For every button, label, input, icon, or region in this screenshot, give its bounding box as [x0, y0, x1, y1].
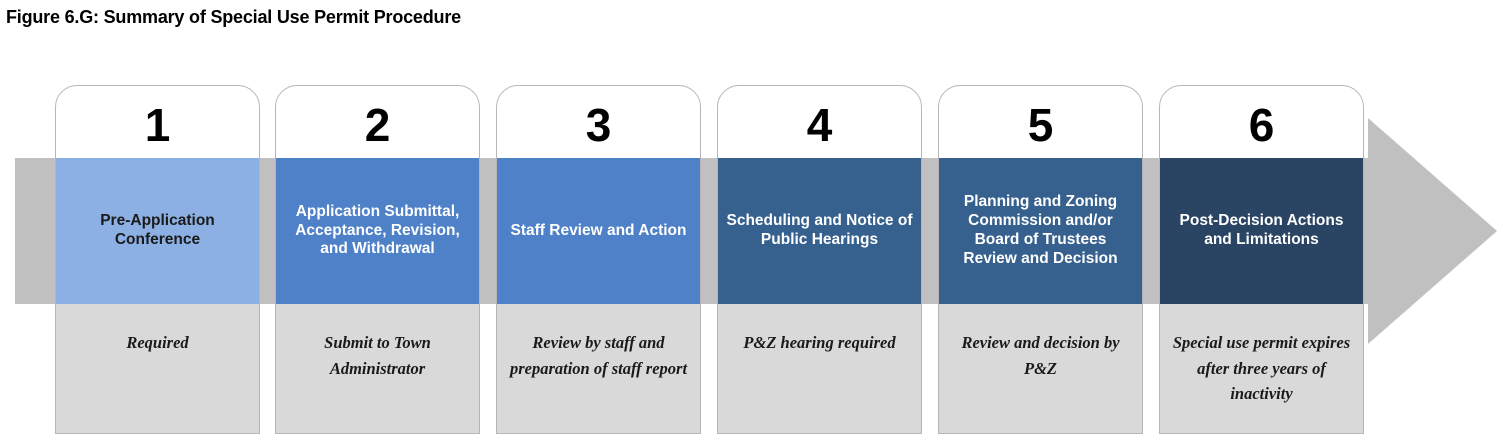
step-caption: Review by staff and preparation of staff… — [497, 304, 700, 433]
step-band: Planning and Zoning Commission and/or Bo… — [939, 158, 1142, 304]
step-caption: Required — [56, 304, 259, 433]
page-title: Figure 6.G: Summary of Special Use Permi… — [6, 7, 461, 27]
step-caption-text: Review and decision by P&Z — [961, 333, 1120, 378]
step-number: 2 — [364, 99, 391, 151]
step-band: Scheduling and Notice of Public Hearings — [718, 158, 921, 304]
step-label: Post-Decision Actions and Limitations — [1179, 212, 1344, 248]
step-label: Pre-Application Conference — [100, 212, 215, 248]
step-band: Staff Review and Action — [497, 158, 700, 304]
step-label: Staff Review and Action — [510, 221, 687, 239]
step-label: Application Submittal, Acceptance, Revis… — [295, 202, 460, 258]
step-label: Scheduling and Notice of Public Hearings — [726, 212, 913, 248]
step-band: Post-Decision Actions and Limitations — [1160, 158, 1363, 304]
step-caption: P&Z hearing required — [718, 304, 921, 433]
step-label: Planning and Zoning Commission and/or Bo… — [963, 193, 1118, 267]
step-number: 5 — [1027, 99, 1054, 151]
step-caption: Submit to Town Administrator — [276, 304, 479, 433]
step-number: 3 — [585, 99, 612, 151]
step-number: 6 — [1248, 99, 1275, 151]
step-caption-text: Required — [126, 333, 189, 352]
step-caption: Review and decision by P&Z — [939, 304, 1142, 433]
step-number: 1 — [144, 99, 171, 151]
step-caption-text: Submit to Town Administrator — [324, 333, 431, 378]
step-caption-text: P&Z hearing required — [743, 333, 896, 352]
step-band: Application Submittal, Acceptance, Revis… — [276, 158, 479, 304]
step-number: 4 — [806, 99, 833, 151]
process-arrow-head-icon — [1368, 118, 1497, 344]
step-caption-text: Review by staff and preparation of staff… — [509, 333, 688, 378]
step-caption: Special use permit expires after three y… — [1160, 304, 1363, 433]
step-band: Pre-Application Conference — [56, 158, 259, 304]
step-caption-text: Special use permit expires after three y… — [1172, 333, 1351, 404]
